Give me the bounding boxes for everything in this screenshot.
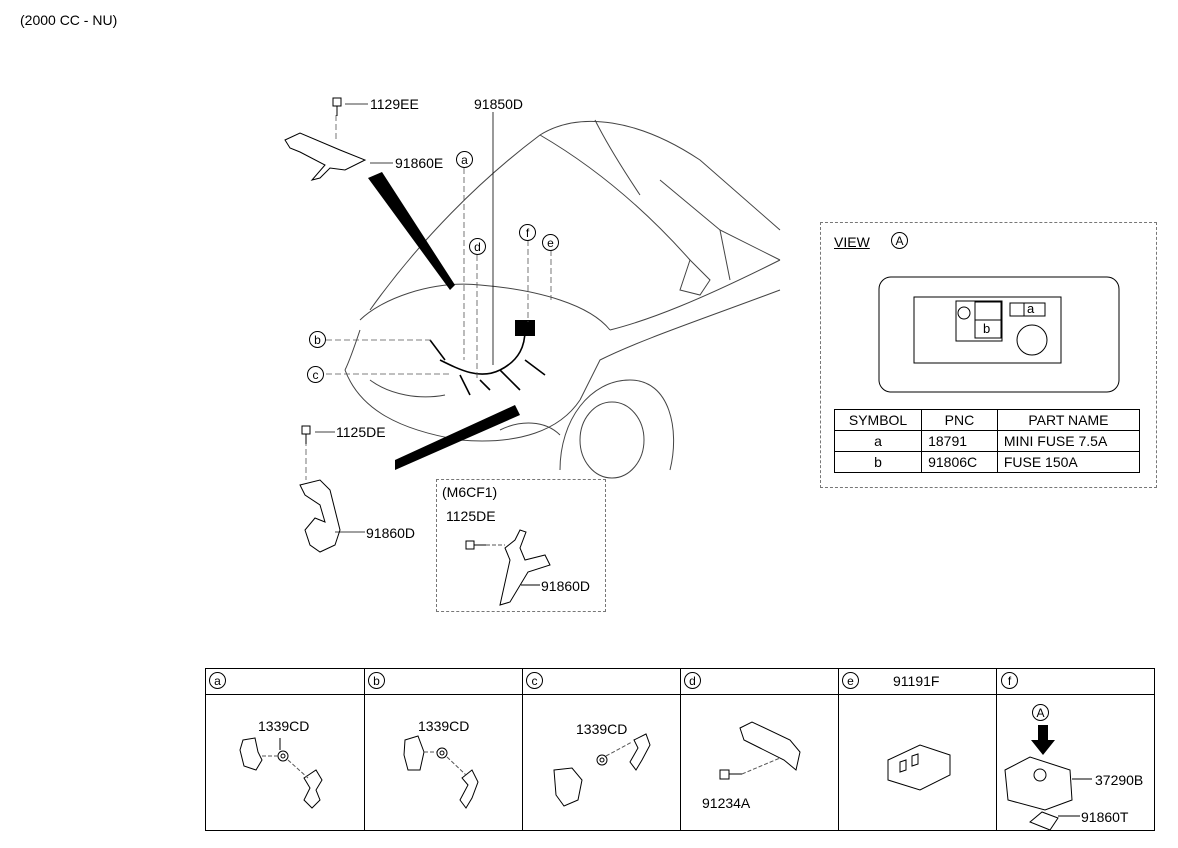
detail-key-a: a bbox=[209, 672, 226, 689]
arrow-down-icon bbox=[1031, 725, 1055, 755]
car-wheel-arch bbox=[559, 379, 675, 471]
harness-wire bbox=[439, 329, 526, 375]
callout-a: a bbox=[456, 151, 473, 168]
m6cf1-bracket-label: 91860D bbox=[541, 578, 591, 594]
callout-c: c bbox=[307, 366, 324, 383]
table-row: a 18791 MINI FUSE 7.5A bbox=[833, 430, 1141, 452]
detail-d-part: 91234A bbox=[702, 795, 751, 811]
fuse-table: SYMBOL PNC PART NAME a 18791 MINI FUSE 7… bbox=[833, 409, 1141, 473]
detail-grid bbox=[205, 668, 1155, 831]
car-wheel bbox=[579, 401, 645, 479]
label-bracket-e: 91860E bbox=[395, 155, 444, 171]
m6cf1-title: (M6CF1) bbox=[442, 484, 498, 500]
label-bracket-d: 91860D bbox=[366, 525, 416, 541]
label-harness-main: 91850D bbox=[474, 96, 524, 112]
fuse-table-header-symbol: SYMBOL bbox=[833, 409, 923, 431]
detail-key-f: f bbox=[1001, 672, 1018, 689]
engine-note: (2000 CC - NU) bbox=[20, 12, 118, 28]
label-bolt-top: 1129EE bbox=[370, 96, 419, 112]
fuse-part-name: FUSE 150A bbox=[996, 451, 1141, 473]
m6cf1-bolt-label: 1125DE bbox=[446, 508, 496, 524]
table-row: b 91806C FUSE 150A bbox=[833, 451, 1141, 473]
bracket-d-part bbox=[739, 721, 801, 771]
car-hood-outline bbox=[369, 120, 781, 311]
connector-c bbox=[553, 767, 583, 807]
view-a-slot-a: a bbox=[1027, 301, 1035, 316]
pointer-wedge-top bbox=[368, 172, 455, 290]
view-a-slot-b: b bbox=[983, 321, 991, 336]
view-a-box bbox=[820, 222, 1157, 488]
connector-a bbox=[239, 737, 263, 771]
detail-c-part: 1339CD bbox=[576, 721, 628, 737]
m6cf1-box bbox=[436, 479, 606, 612]
view-a-title: VIEW bbox=[834, 234, 870, 250]
fuse-block-inner bbox=[913, 296, 1062, 364]
fuse-block-outline bbox=[878, 276, 1120, 393]
callout-d: d bbox=[469, 238, 486, 255]
detail-a-part: 1339CD bbox=[258, 718, 310, 734]
junction-box bbox=[515, 320, 535, 336]
relay-box-f bbox=[1004, 756, 1073, 811]
detail-b-part: 1339CD bbox=[418, 718, 470, 734]
connector-block-e bbox=[887, 744, 951, 791]
callout-f: f bbox=[519, 224, 536, 241]
detail-key-e: e bbox=[842, 672, 859, 689]
detail-key-b: b bbox=[368, 672, 385, 689]
detail-e-part: 91191F bbox=[893, 673, 940, 689]
detail-f-part-relay: 37290B bbox=[1095, 772, 1144, 788]
label-bolt-left: 1125DE bbox=[336, 424, 386, 440]
detail-key-c: c bbox=[526, 672, 543, 689]
car-mirror bbox=[679, 259, 711, 296]
detail-f-marker: A bbox=[1032, 704, 1049, 721]
fuse-pnc: 18791 bbox=[921, 430, 998, 452]
detail-key-d: d bbox=[684, 672, 701, 689]
pointer-wedge-bottom bbox=[395, 405, 520, 470]
callout-e: e bbox=[542, 234, 559, 251]
callout-b: b bbox=[309, 331, 326, 348]
fuse-symbol: b bbox=[833, 451, 923, 473]
view-a-marker: A bbox=[891, 232, 908, 249]
detail-f-part-bracket: 91860T bbox=[1081, 809, 1129, 825]
connector-b bbox=[403, 735, 425, 771]
